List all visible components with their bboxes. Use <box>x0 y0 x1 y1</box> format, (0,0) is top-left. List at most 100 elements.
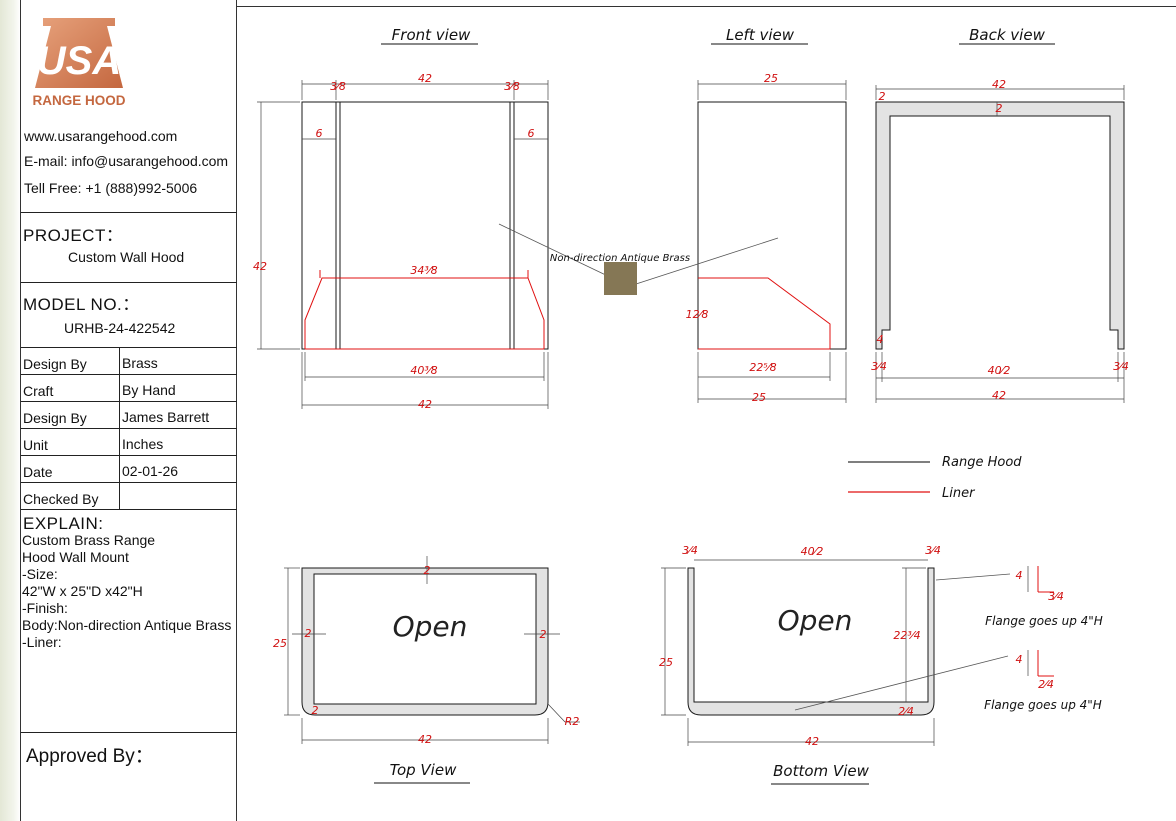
explain-line: -Size: <box>22 566 58 582</box>
dim-label: 2 <box>424 564 431 577</box>
dim-label: 40⁄2 <box>988 364 1011 377</box>
table-row-divider <box>21 401 237 402</box>
title-block: USA RANGE HOOD www.usarangehood.com E-ma… <box>20 0 237 821</box>
top-view-title: Top View <box>390 761 457 779</box>
spec-value: Inches <box>122 436 164 452</box>
divider <box>21 212 237 213</box>
explain-line: 42"W x 25"D x42"H <box>22 583 143 599</box>
spec-label: Unit <box>23 437 48 453</box>
explain-line: -Finish: <box>22 600 68 616</box>
spec-value: By Hand <box>122 382 176 398</box>
phone-text: Tell Free: +1 (888)992-5006 <box>24 180 198 196</box>
bottom-view <box>661 559 1054 746</box>
dim-label: 34³⁄8 <box>410 264 437 277</box>
spec-label: Design By <box>23 410 87 426</box>
back-view-title: Back view <box>969 26 1045 44</box>
top-view <box>284 556 580 744</box>
dim-label: 22³⁄4 <box>893 629 920 642</box>
spec-value: 02-01-26 <box>122 463 179 479</box>
front-view-title: Front view <box>392 26 471 44</box>
dim-label: 2 <box>879 90 886 103</box>
dim-label: 42 <box>805 735 819 748</box>
logo-subtitle: RANGE HOOD <box>32 93 125 108</box>
divider <box>21 282 237 283</box>
dim-label: 2⁄4 <box>1038 678 1054 691</box>
bottom-view-title: Bottom View <box>773 762 869 780</box>
explain-line: Custom Brass Range <box>22 532 156 548</box>
divider <box>21 732 237 733</box>
dim-label: 22⁵⁄8 <box>749 361 776 374</box>
dim-label: 40⁄2 <box>801 545 824 558</box>
logo-text: USA <box>37 39 121 83</box>
flange-note: Flange goes up 4"H <box>984 698 1102 712</box>
material-swatch <box>604 262 637 295</box>
spec-value: James Barrett <box>122 409 210 425</box>
project-value: Custom Wall Hood <box>68 249 185 265</box>
table-border <box>21 509 237 510</box>
dim-label: 42 <box>992 389 1006 402</box>
material-swatch-sheen <box>604 262 637 295</box>
spec-label: Date <box>23 464 53 480</box>
left-view-title: Left view <box>726 26 795 44</box>
dim-label: 40³⁄8 <box>410 364 437 377</box>
dim-label: 2 <box>540 628 547 641</box>
drawing-border-top <box>237 6 1176 7</box>
dim-label: 4 <box>1016 569 1023 582</box>
legend-liner-text: Liner <box>942 486 976 501</box>
table-row-divider <box>21 428 237 429</box>
explain-label: EXPLAIN: <box>23 514 104 533</box>
material-label: Non-direction Antique Brass <box>550 253 690 264</box>
dim-label: 42 <box>253 260 267 273</box>
dim-label: 42 <box>418 733 432 746</box>
dim-label: 12⁄8 <box>686 308 709 321</box>
top-open-label: Open <box>393 610 468 643</box>
table-row-divider <box>21 374 237 375</box>
dim-label: 3⁄8 <box>330 80 346 93</box>
model-label: MODEL NO.： <box>23 295 140 314</box>
front-view <box>257 80 549 409</box>
table-row-divider <box>21 455 237 456</box>
model-value: URHB-24-422542 <box>64 320 176 336</box>
table-border <box>21 347 237 348</box>
company-logo: USA RANGE HOOD <box>32 18 126 108</box>
dim-label: 4 <box>877 333 884 346</box>
dim-label: 25 <box>764 72 778 85</box>
dim-label: 42 <box>418 398 432 411</box>
dim-label: 3⁄4 <box>1048 590 1064 603</box>
left-view <box>697 80 847 403</box>
dim-label: 2 <box>305 627 312 640</box>
dim-label: 2 <box>996 102 1003 115</box>
dim-label: 4 <box>1016 653 1023 666</box>
explain-line: Body:Non-direction Antique Brass <box>22 617 232 633</box>
bottom-open-label: Open <box>778 604 853 637</box>
dim-label: 3⁄4 <box>871 360 887 373</box>
legend-range-hood-text: Range Hood <box>942 455 1022 470</box>
window-edge <box>0 0 20 821</box>
dim-label: 6 <box>528 127 535 140</box>
spec-value: Brass <box>122 355 158 371</box>
project-label: PROJECT： <box>23 226 124 245</box>
explain-line: -Liner: <box>22 634 62 650</box>
dim-label: 42 <box>418 72 432 85</box>
flange-note: Flange goes up 4"H <box>985 614 1103 628</box>
website-text: www.usarangehood.com <box>24 128 178 144</box>
dim-label: 25 <box>659 656 673 669</box>
dim-label: 2⁄4 <box>898 705 914 718</box>
email-text: E-mail: info@usarangehood.com <box>24 153 229 169</box>
dim-label: 3⁄8 <box>504 80 520 93</box>
dim-label: 3⁄4 <box>1113 360 1129 373</box>
spec-label: Checked By <box>23 491 99 507</box>
explain-line: Hood Wall Mount <box>22 549 129 565</box>
dim-label: 2 <box>312 704 319 717</box>
dim-label: R2 <box>565 715 580 728</box>
spec-label: Design By <box>23 356 87 372</box>
table-row-divider <box>21 482 237 483</box>
dim-label: 3⁄4 <box>682 544 698 557</box>
dim-label: 25 <box>273 637 287 650</box>
dim-label: 25 <box>752 391 766 404</box>
approved-by-label: Approved By： <box>26 746 154 767</box>
dim-label: 42 <box>992 78 1006 91</box>
dim-label: 3⁄4 <box>925 544 941 557</box>
